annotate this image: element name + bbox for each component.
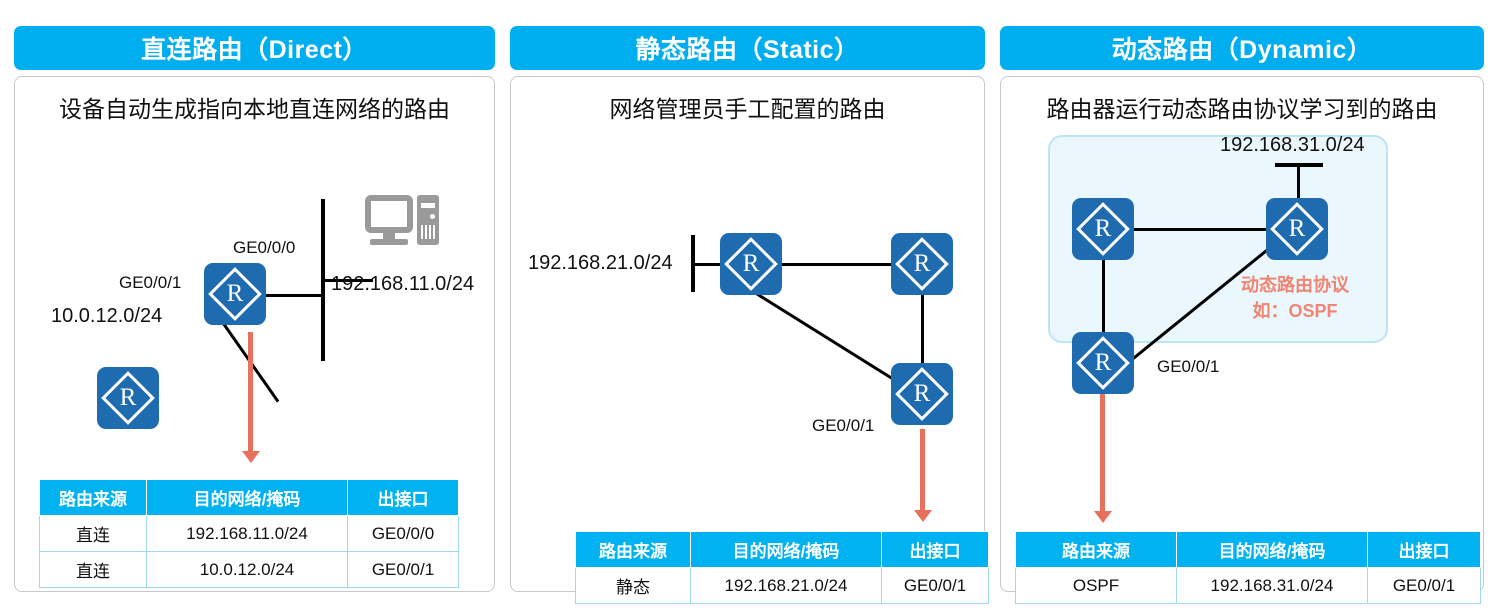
cell-destination: 192.168.31.0/24 <box>1176 567 1368 604</box>
panel-direct-header: 直连路由（Direct） <box>14 26 495 70</box>
th-interface: 出接口 <box>1367 531 1481 568</box>
router-icon-r2: R <box>1266 198 1328 260</box>
panel-static-description: 网络管理员手工配置的路由 <box>609 96 886 122</box>
interface-label-ge0-0-0: GE0/0/0 <box>233 238 296 257</box>
interface-label-ge0-0-1: GE0/0/1 <box>812 416 875 435</box>
router-letter: R <box>1094 215 1112 242</box>
table-row: 直连 192.168.11.0/24 GE0/0/0 <box>39 515 459 552</box>
monitor-neck <box>383 233 395 239</box>
route-table-static: 路由来源 目的网络/掩码 出接口 静态 192.168.21.0/24 GE0/… <box>575 531 989 604</box>
protocol-line-2: 如：OSPF <box>1252 301 1338 322</box>
pc-vent <box>421 225 435 239</box>
router-icon-r3: R <box>891 363 953 425</box>
pc-power-dot <box>430 214 435 219</box>
panel-dynamic-description: 路由器运行动态路由协议学习到的路由 <box>1046 96 1438 122</box>
router-letter: R <box>226 280 244 307</box>
computer-icon <box>365 195 441 247</box>
route-table-direct: 路由来源 目的网络/掩码 出接口 直连 192.168.11.0/24 GE0/… <box>39 479 459 588</box>
link-router-to-lan <box>264 294 324 297</box>
table-header-row: 路由来源 目的网络/掩码 出接口 <box>39 479 459 516</box>
th-interface: 出接口 <box>347 479 459 516</box>
panel-direct-body: 设备自动生成指向本地直连网络的路由 R <box>14 76 495 592</box>
link-lan-to-r2 <box>1297 165 1300 201</box>
cell-destination: 192.168.11.0/24 <box>146 515 348 552</box>
link-r1-r3 <box>1102 259 1105 333</box>
router-letter: R <box>742 250 760 277</box>
panel-static-header: 静态路由（Static） <box>510 26 985 70</box>
router-icon-r3: R <box>1072 332 1134 394</box>
lan-bar-static <box>691 235 695 292</box>
cell-interface: GE0/0/0 <box>347 515 459 552</box>
cell-destination: 10.0.12.0/24 <box>146 551 348 588</box>
down-arrow-icon <box>1093 347 1112 523</box>
down-arrow-icon <box>913 429 932 522</box>
protocol-line-1: 动态路由协议 <box>1241 275 1349 295</box>
cell-interface: GE0/0/1 <box>1367 567 1481 604</box>
router-letter: R <box>1094 349 1112 376</box>
panel-static: 静态路由（Static） 网络管理员手工配置的路由 R R R <box>510 26 989 604</box>
table-row: 静态 192.168.21.0/24 GE0/0/1 <box>575 567 989 604</box>
link-r1-r2 <box>780 263 893 266</box>
panel-direct-description: 设备自动生成指向本地直连网络的路由 <box>59 96 450 122</box>
table-row: OSPF 192.168.31.0/24 GE0/0/1 <box>1015 567 1481 604</box>
link-r1-r3 <box>752 290 907 389</box>
panel-direct: 直连路由（Direct） 设备自动生成指向本地直连网络的路由 <box>14 26 495 592</box>
monitor-screen <box>365 195 413 233</box>
cell-interface: GE0/0/1 <box>881 567 989 604</box>
router-icon-r2: R <box>891 233 953 295</box>
panel-dynamic-body: 路由器运行动态路由协议学习到的路由 R R R <box>1000 76 1484 604</box>
router-letter: R <box>119 384 137 411</box>
down-arrow-icon <box>241 332 260 463</box>
router-letter: R <box>913 380 931 407</box>
router-letter: R <box>913 250 931 277</box>
monitor-base <box>370 239 408 245</box>
panel-dynamic-header: 动态路由（Dynamic） <box>1000 26 1484 70</box>
interface-label-ge0-0-1: GE0/0/1 <box>119 273 182 292</box>
cell-route-source: 直连 <box>39 551 147 588</box>
router-icon-main: R <box>204 263 266 325</box>
lan-bar-direct <box>321 199 325 361</box>
router-icon-r1: R <box>1072 198 1134 260</box>
th-interface: 出接口 <box>881 531 989 568</box>
cell-route-source: OSPF <box>1015 567 1177 604</box>
cell-route-source: 直连 <box>39 515 147 552</box>
router-letter: R <box>1288 215 1306 242</box>
panel-dynamic: 动态路由（Dynamic） 路由器运行动态路由协议学习到的路由 R R R <box>1000 26 1484 604</box>
protocol-annotation: 动态路由协议 如：OSPF <box>1225 272 1365 324</box>
link-r1-r2 <box>1133 228 1267 231</box>
network-label-top: 192.168.31.0/24 <box>1220 134 1365 156</box>
route-table-dynamic: 路由来源 目的网络/掩码 出接口 OSPF 192.168.31.0/24 GE… <box>1015 531 1481 604</box>
th-destination: 目的网络/掩码 <box>146 479 348 516</box>
network-label-left: 192.168.21.0/24 <box>528 252 673 274</box>
table-row: 直连 10.0.12.0/24 GE0/0/1 <box>39 551 459 588</box>
table-header-row: 路由来源 目的网络/掩码 出接口 <box>575 531 989 568</box>
router-icon-peer: R <box>97 367 159 429</box>
th-destination: 目的网络/掩码 <box>1176 531 1368 568</box>
network-label-right: 192.168.11.0/24 <box>331 273 475 295</box>
pc-drive-slot <box>421 203 435 208</box>
th-destination: 目的网络/掩码 <box>690 531 882 568</box>
network-label-left: 10.0.12.0/24 <box>51 305 163 327</box>
th-route-source: 路由来源 <box>39 479 147 516</box>
router-icon-r1: R <box>720 233 782 295</box>
link-r2-r3 <box>921 293 924 365</box>
cell-route-source: 静态 <box>575 567 691 604</box>
link-lan-to-router <box>691 263 723 266</box>
cell-interface: GE0/0/1 <box>347 551 459 588</box>
interface-label-ge0-0-1: GE0/0/1 <box>1157 357 1220 376</box>
panel-static-body: 网络管理员手工配置的路由 R R R <box>510 76 989 604</box>
th-route-source: 路由来源 <box>575 531 691 568</box>
link-lan-to-pc <box>321 279 373 282</box>
cell-destination: 192.168.21.0/24 <box>690 567 882 604</box>
th-route-source: 路由来源 <box>1015 531 1177 568</box>
table-header-row: 路由来源 目的网络/掩码 出接口 <box>1015 531 1481 568</box>
